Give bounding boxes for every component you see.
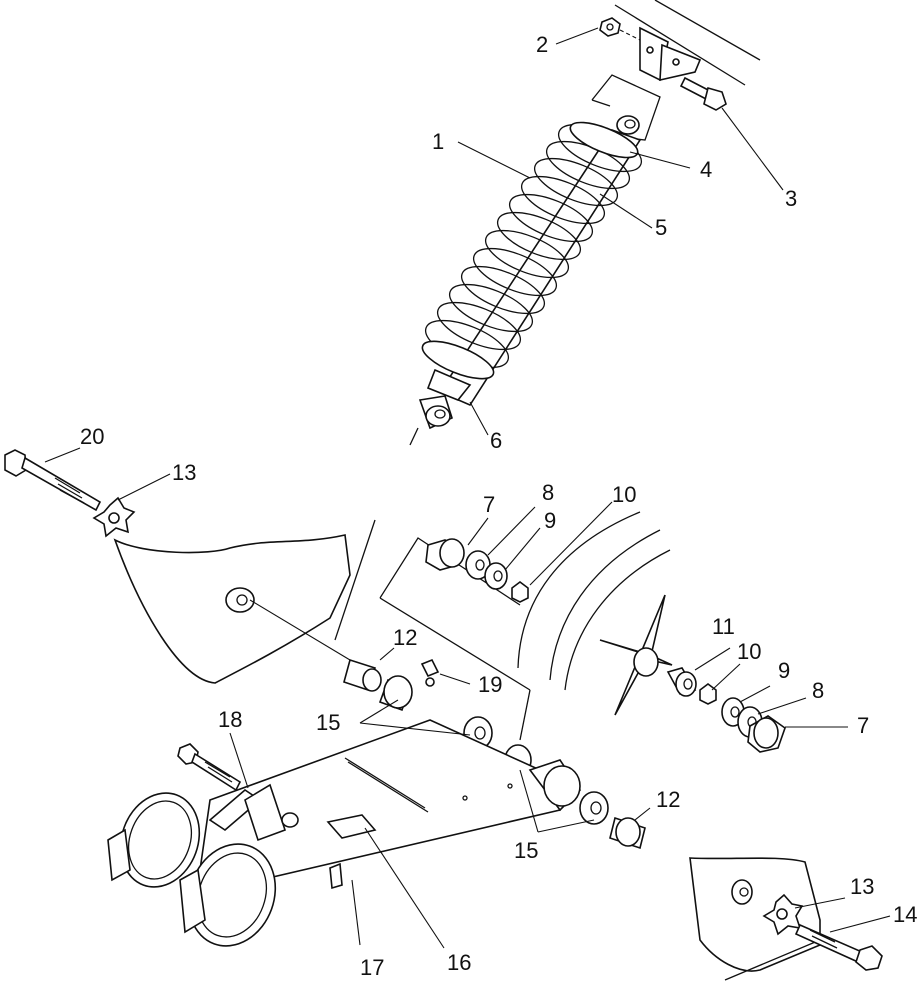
washer-item-9-upper: [484, 562, 508, 590]
callout-13-left: 13: [172, 460, 196, 485]
star-washer-item-13-left: [92, 496, 136, 538]
torque-arm-item-17: [199, 719, 582, 902]
callout-16: 16: [447, 950, 471, 975]
left-frame-plate: [113, 519, 376, 684]
callout-9-upper: 9: [544, 508, 556, 533]
callout-10-lower: 10: [737, 639, 761, 664]
shock-absorber-item-1: [409, 115, 642, 446]
bushing-item-15-d: [579, 791, 609, 825]
left-clamp-lower: [179, 843, 277, 947]
callout-18: 18: [218, 707, 242, 732]
callout-9-lower: 9: [778, 658, 790, 683]
callout-12-right: 12: [656, 787, 680, 812]
left-clamp-upper: [107, 792, 201, 888]
grease-fitting-item-19: [420, 658, 440, 687]
callout-7-lower: 7: [857, 713, 869, 738]
callout-13-right: 13: [850, 874, 874, 899]
callout-14: 14: [893, 902, 917, 927]
callout-17: 17: [360, 955, 384, 980]
callout-15-right: 15: [514, 838, 538, 863]
callout-4: 4: [700, 157, 712, 182]
callout-8-lower: 8: [812, 678, 824, 703]
bushing-item-12-left: [343, 658, 382, 692]
callout-7-upper: 7: [483, 492, 495, 517]
callout-19: 19: [478, 672, 502, 697]
nut-item-2: [599, 17, 641, 41]
bushing-item-15-a: [378, 675, 413, 712]
callout-15-left: 15: [316, 710, 340, 735]
callout-6: 6: [490, 428, 502, 453]
callout-5: 5: [655, 215, 667, 240]
callout-1: 1: [432, 129, 444, 154]
callout-2: 2: [536, 32, 548, 57]
right-frame-plate: [689, 857, 821, 981]
coil-spring-item-5: [425, 123, 642, 369]
bolt-item-14: [794, 923, 883, 971]
nut-item-10-lower: [699, 683, 717, 705]
bushing-item-12-right: [609, 816, 646, 850]
lower-eye-item-6: [418, 395, 453, 430]
bolt-item-18: [177, 743, 242, 792]
leader-lines: [44, 27, 891, 949]
washer-item-7-upper: [425, 538, 465, 571]
idler-hub: [599, 594, 673, 716]
callout-3: 3: [785, 186, 797, 211]
bolt-item-20: [4, 449, 102, 512]
bolt-item-3: [679, 76, 727, 111]
track-wheel-arc: [517, 511, 671, 691]
callout-labels: 1 2 3 4 5 6 20 13 7 8 9 10 12 19 15 18 1…: [80, 32, 917, 980]
star-washer-item-13-right: [762, 893, 804, 936]
washer-item-8-upper: [465, 550, 491, 580]
bushing-item-11: [666, 667, 697, 697]
callout-11: 11: [712, 614, 735, 639]
callout-8-upper: 8: [542, 480, 554, 505]
washer-item-7-lower: [747, 715, 786, 753]
decal-item-16: [326, 814, 377, 839]
callout-12-left: 12: [393, 625, 417, 650]
callout-20: 20: [80, 424, 104, 449]
nut-item-10-upper: [511, 581, 529, 603]
frame-bracket: [614, 0, 761, 86]
callout-10-upper: 10: [612, 482, 636, 507]
